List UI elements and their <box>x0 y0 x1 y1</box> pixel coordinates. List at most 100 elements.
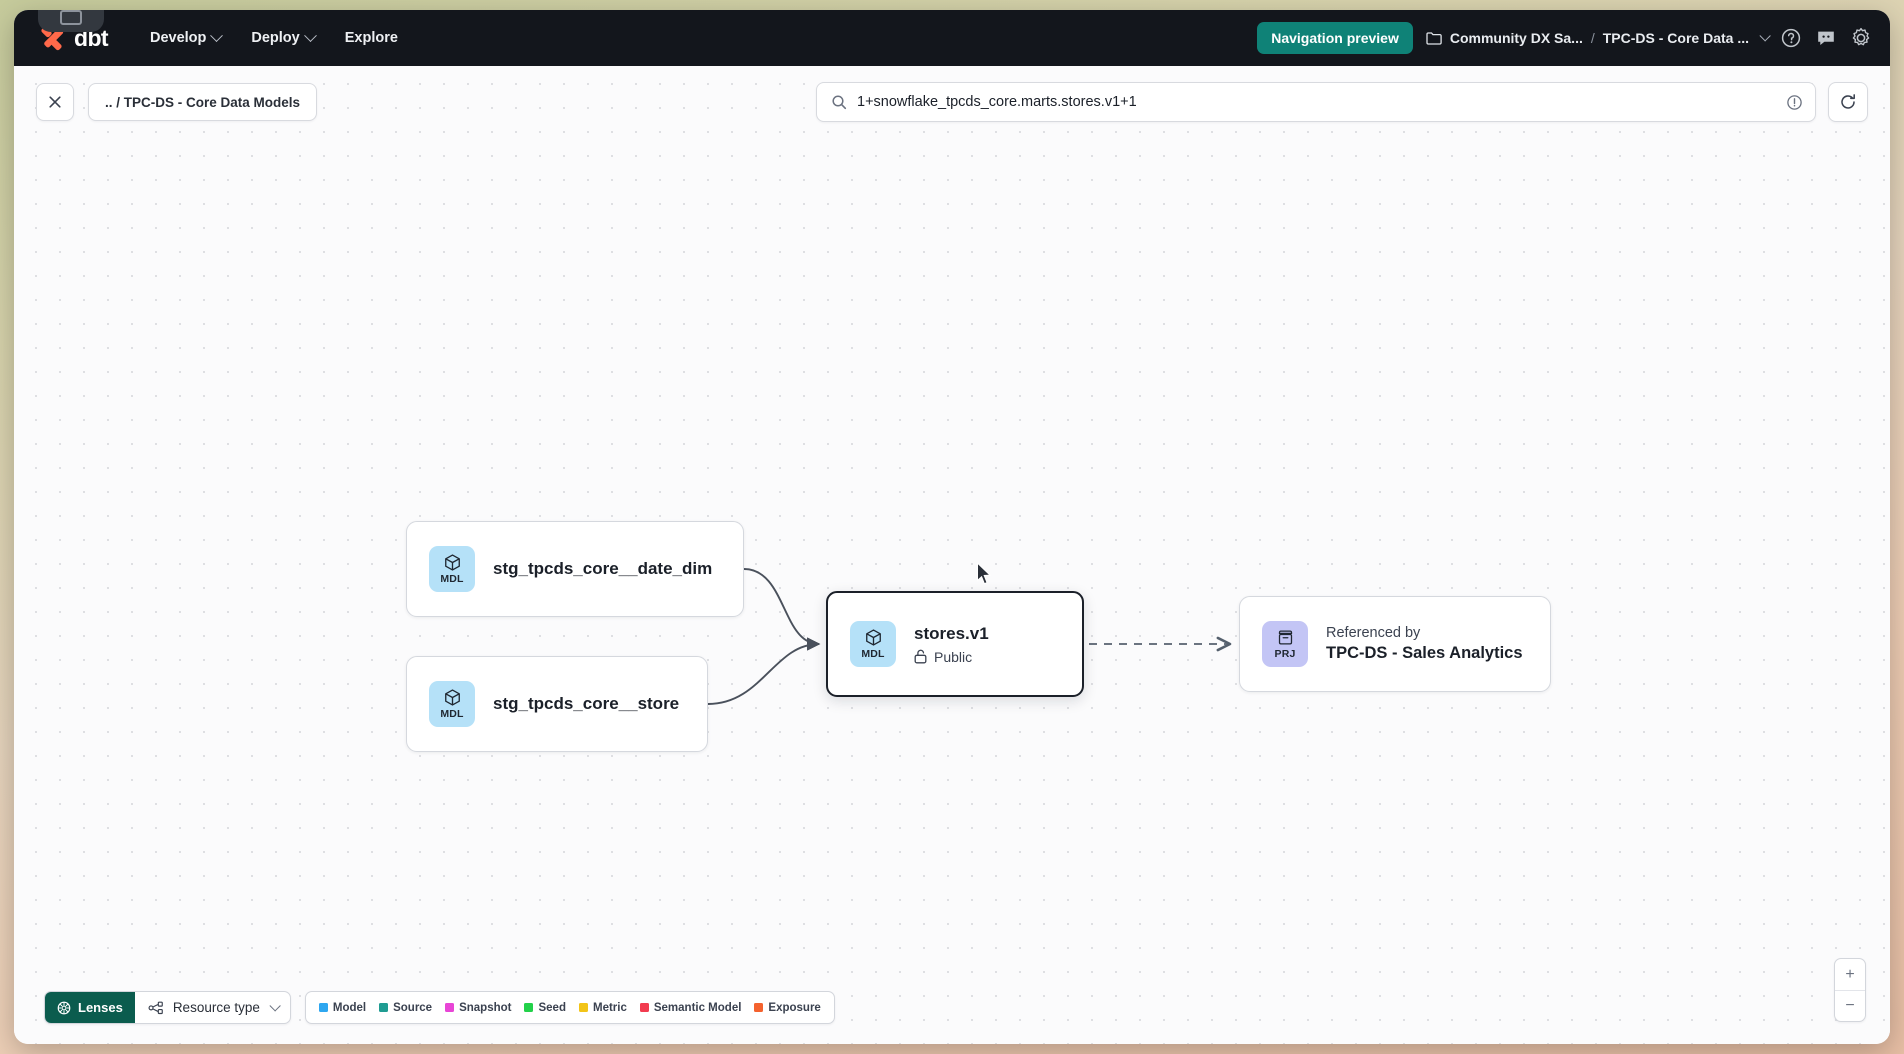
cube-icon <box>865 629 881 646</box>
top-navigation-bar: dbt Develop Deploy Explore Navigation pr… <box>14 10 1890 66</box>
project-breadcrumb-pill[interactable]: .. / TPC-DS - Core Data Models <box>88 83 318 121</box>
node-body: stores.v1 Public <box>914 624 989 665</box>
nav-explore[interactable]: Explore <box>333 23 410 53</box>
tab-glyph-icon <box>60 10 82 25</box>
lineage-graph: MDL stg_tpcds_core__date_dim MDL stg_tpc… <box>14 66 1890 1044</box>
legend-label: Snapshot <box>459 1001 512 1014</box>
graph-node-stores-v1[interactable]: MDL stores.v1 Public <box>826 591 1084 697</box>
legend-swatch <box>639 1003 649 1012</box>
node-title: TPC-DS - Sales Analytics <box>1326 644 1523 662</box>
legend-item-source[interactable]: Source <box>379 1002 432 1014</box>
lens-icon <box>57 1001 71 1014</box>
legend-swatch <box>524 1003 534 1012</box>
resource-type-legend: Model Source Snapshot Seed Metric <box>304 991 835 1024</box>
folder-icon <box>1426 31 1442 45</box>
node-title: stores.v1 <box>914 623 989 643</box>
legend-swatch <box>318 1003 328 1012</box>
project-badge: PRJ <box>1262 621 1308 667</box>
project-badge-label: PRJ <box>1274 648 1296 660</box>
refresh-icon <box>1841 94 1855 109</box>
nav-deploy[interactable]: Deploy <box>239 23 326 53</box>
unlock-icon <box>914 649 927 664</box>
lineage-search-field[interactable] <box>816 82 1816 122</box>
node-title: stg_tpcds_core__store <box>493 694 680 713</box>
zoom-out-button[interactable]: − <box>1835 990 1865 1021</box>
cube-icon <box>444 689 460 706</box>
node-title: stg_tpcds_core__date_dim <box>493 559 713 578</box>
help-icon[interactable] <box>1780 27 1802 49</box>
legend-swatch <box>445 1003 455 1012</box>
chevron-down-icon[interactable] <box>1759 30 1771 42</box>
model-badge: MDL <box>429 681 475 727</box>
refresh-graph-button[interactable] <box>1828 82 1868 122</box>
feedback-icon[interactable] <box>1815 27 1837 49</box>
legend-label: Model <box>332 1001 367 1014</box>
lens-control-group: Lenses Resource type <box>44 991 291 1024</box>
model-badge: MDL <box>850 621 896 667</box>
nav-develop[interactable]: Develop <box>138 23 233 53</box>
lineage-bottom-bar: Lenses Resource type Model <box>44 991 835 1024</box>
close-icon <box>49 96 61 108</box>
top-nav-links: Develop Deploy Explore <box>138 23 410 53</box>
legend-item-seed[interactable]: Seed <box>524 1002 566 1014</box>
legend-swatch <box>379 1003 389 1012</box>
graph-node-referenced-by-project[interactable]: PRJ Referenced by TPC-DS - Sales Analyti… <box>1239 596 1551 692</box>
project-stack-icon <box>1278 630 1292 645</box>
legend-item-snapshot[interactable]: Snapshot <box>445 1002 511 1014</box>
graph-node-stg-tpcds-core-date-dim[interactable]: MDL stg_tpcds_core__date_dim <box>406 521 744 617</box>
node-body: stg_tpcds_core__store <box>493 694 679 714</box>
node-body: Referenced by TPC-DS - Sales Analytics <box>1326 625 1523 663</box>
close-lineage-button[interactable] <box>36 83 74 121</box>
legend-item-metric[interactable]: Metric <box>578 1001 627 1014</box>
chevron-down-icon <box>303 28 317 42</box>
legend-swatch <box>754 1003 764 1012</box>
lenses-label: Lenses <box>78 1000 123 1015</box>
breadcrumb-account[interactable]: Community DX Sa... <box>1449 30 1583 46</box>
nodes-icon <box>148 1001 163 1014</box>
zoom-controls: + − <box>1834 958 1866 1022</box>
breadcrumb-separator: / <box>1590 30 1595 46</box>
model-badge-label: MDL <box>440 573 464 585</box>
legend-item-model[interactable]: Model <box>318 1001 367 1014</box>
resource-type-label: Resource type <box>172 1000 260 1015</box>
chevron-down-icon <box>269 999 281 1012</box>
edge-store-to-stores <box>707 637 821 705</box>
lenses-button[interactable]: Lenses <box>45 992 135 1023</box>
node-body: stg_tpcds_core__date_dim <box>493 559 712 579</box>
account-project-breadcrumb: Community DX Sa... / TPC-DS - Core Data … <box>1426 30 1771 46</box>
nav-explore-label: Explore <box>344 30 398 46</box>
search-cluster <box>816 82 1868 122</box>
info-circle-icon[interactable] <box>1786 94 1803 111</box>
model-badge-label: MDL <box>440 708 464 720</box>
graph-node-stg-tpcds-core-store[interactable]: MDL stg_tpcds_core__store <box>406 656 708 752</box>
cube-icon <box>444 554 460 571</box>
browser-tab-nub <box>38 10 104 32</box>
nav-deploy-label: Deploy <box>251 30 300 46</box>
lineage-toolbar: .. / TPC-DS - Core Data Models <box>14 78 1890 126</box>
legend-item-exposure[interactable]: Exposure <box>754 1001 821 1014</box>
app-window: dbt Develop Deploy Explore Navigation pr… <box>14 10 1890 1044</box>
legend-label: Seed <box>538 1001 566 1014</box>
chevron-down-icon <box>210 28 224 42</box>
navigation-preview-button[interactable]: Navigation preview <box>1257 22 1413 54</box>
legend-label: Metric <box>592 1001 627 1014</box>
top-bar-right-cluster: Navigation preview Community DX Sa... / … <box>1257 22 1872 54</box>
legend-label: Source <box>393 1001 433 1014</box>
legend-swatch <box>578 1003 588 1012</box>
search-icon <box>832 95 847 110</box>
edge-date-dim-to-stores <box>743 568 821 651</box>
lineage-edges <box>707 568 1232 705</box>
breadcrumb-project[interactable]: TPC-DS - Core Data ... <box>1602 30 1749 46</box>
model-badge-label: MDL <box>861 648 885 660</box>
legend-item-semantic-model[interactable]: Semantic Model <box>639 1002 741 1014</box>
nav-develop-label: Develop <box>149 30 207 46</box>
zoom-in-button[interactable]: + <box>1845 965 1855 983</box>
resource-type-dropdown[interactable]: Resource type <box>135 992 290 1023</box>
model-badge: MDL <box>429 546 475 592</box>
settings-gear-icon[interactable] <box>1850 27 1872 49</box>
node-access-row: Public <box>914 649 989 665</box>
search-input[interactable] <box>857 94 1776 110</box>
node-access-label: Public <box>934 648 973 665</box>
lineage-canvas[interactable]: .. / TPC-DS - Core Data Models <box>14 66 1890 1044</box>
legend-label: Exposure <box>768 1001 821 1014</box>
